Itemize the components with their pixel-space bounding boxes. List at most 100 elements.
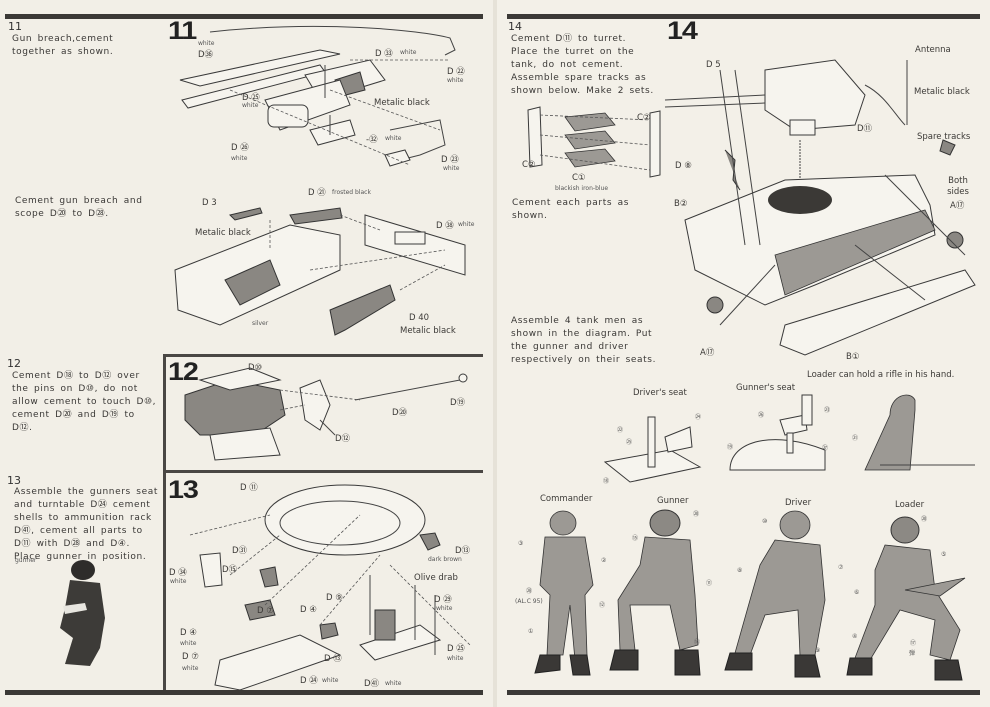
label-d11: D ⑪ xyxy=(240,483,258,493)
loader-part-6: ⑥ xyxy=(854,589,860,596)
label-d31: D㉛ xyxy=(232,546,248,556)
bottom-bar-left xyxy=(5,690,483,695)
label-d13: D⑬ xyxy=(455,546,471,556)
label-d26-color: white xyxy=(231,155,248,162)
label-d41-color: white xyxy=(385,680,402,687)
figure-gunner xyxy=(609,509,701,676)
label-d4b: D ④ xyxy=(180,628,197,638)
step-13-number: 13 xyxy=(7,474,21,487)
label-spare-tracks: Spare tracks xyxy=(917,132,971,142)
label-d19: D⑲ xyxy=(450,398,466,408)
label-d5: D 5 xyxy=(706,60,721,70)
loader-rifle-diagram xyxy=(864,394,975,471)
label-d7b-color: white xyxy=(182,665,199,672)
loader-part-4: ④ xyxy=(852,633,858,640)
step-11-diagram xyxy=(174,25,466,336)
driver-part-9: ⑨ xyxy=(815,647,821,654)
driver-part-8: ⑧ xyxy=(737,567,743,574)
seat-part-18: ⑱ xyxy=(603,478,610,485)
figure-driver-name: Driver xyxy=(785,498,812,508)
step-12-diagram xyxy=(184,367,468,461)
step-14-text-b: Assemble spare tracks as shown below. Ma… xyxy=(511,73,654,96)
label-d7b: D ⑦ xyxy=(182,652,199,662)
label-d25-13: D ㉕ xyxy=(447,644,465,654)
commander-part-28: ㉘ xyxy=(526,588,533,595)
label-d34: D ㉞ xyxy=(169,568,187,578)
driver-seat-diagram xyxy=(603,416,702,483)
label-antenna: Antenna xyxy=(915,45,951,55)
seat-part-26: ㉖ xyxy=(758,412,765,419)
gunner-photo-caption: gunner xyxy=(15,557,37,564)
label-b2: B② xyxy=(674,199,688,209)
label-d40-color: Metalic black xyxy=(400,326,456,336)
top-bar-right xyxy=(507,14,980,19)
label-d3: D 3 xyxy=(202,198,217,208)
label-d13b: D ⑬ xyxy=(324,654,342,664)
label-d21-color: frosted black xyxy=(332,189,371,196)
gunner-seat-title: Gunner's seat xyxy=(736,383,796,393)
loader-note: Loader can hold a rifle in his hand. xyxy=(807,370,955,380)
loader-part-20: ⑳ xyxy=(921,516,928,523)
track-label-c2a: C② xyxy=(637,113,651,123)
commander-part-1: ① xyxy=(528,628,534,635)
divider-vert-12 xyxy=(163,354,166,470)
seat-part-21: ㉑ xyxy=(852,435,859,442)
label-d22: D ㉒ xyxy=(447,67,465,77)
commander-part-3: ③ xyxy=(518,540,524,547)
spare-tracks-diagram xyxy=(527,106,661,178)
divider-vert-13 xyxy=(163,470,166,690)
label-d21: D ㉑ xyxy=(308,188,326,198)
label-d25: D ㉕ xyxy=(242,93,260,103)
step-12-big-number: 12 xyxy=(168,358,199,386)
label-d26: D ㉖ xyxy=(231,143,249,153)
step-11-text: Gun breach,cement together as shown. xyxy=(12,34,114,57)
label-d24-color: white xyxy=(322,677,339,684)
seat-part-24: ㉔ xyxy=(695,414,702,421)
figure-loader-name: Loader xyxy=(895,500,925,510)
loader-part-17: ⑰ xyxy=(910,640,917,647)
label-d8: D ⑧ xyxy=(675,161,692,171)
track-label-c1: C① xyxy=(572,173,586,183)
step-14-text-c: Cement each parts as shown. xyxy=(512,198,629,221)
label-both-sides: Both sides xyxy=(947,176,969,197)
label-d33: D ㉝ xyxy=(375,49,393,59)
gunner-part-15: ⑮ xyxy=(632,535,639,542)
step-14-number: 14 xyxy=(508,20,522,33)
page-gutter xyxy=(493,0,497,707)
gunner-seat-diagram xyxy=(729,394,826,471)
seat-part-23: ㉓ xyxy=(824,407,831,414)
tank-diagram xyxy=(664,59,976,356)
label-d32: -㉜ xyxy=(366,135,378,145)
label-d34-color: white xyxy=(170,578,187,585)
label-metalic-black-11: Metalic black xyxy=(374,98,430,108)
figure-gunner-name: Gunner xyxy=(657,496,689,506)
bottom-bar-right xyxy=(507,690,980,695)
label-metalic-black-14: Metalic black xyxy=(914,87,970,97)
divider-13 xyxy=(165,470,483,473)
label-a17a: A⑰ xyxy=(950,201,965,211)
figure-commander xyxy=(534,510,594,676)
label-d29-color: white xyxy=(436,605,453,612)
figure-driver xyxy=(724,510,826,678)
commander-part-2: ② xyxy=(601,557,607,564)
figure-loader xyxy=(846,516,966,681)
top-bar-left xyxy=(5,14,483,19)
driver-part-7: ⑦ xyxy=(838,564,844,571)
gunner-part-14: ⑭ xyxy=(694,639,701,646)
loader-part-5: ⑤ xyxy=(941,551,947,558)
seat-part-25: ㉕ xyxy=(626,439,633,446)
step-12-text: Cement D⑱ to D⑫ over the pins on D⑩, do … xyxy=(12,371,157,433)
label-d25-13-color: white xyxy=(447,655,464,662)
label-d3-color: Metalic black xyxy=(195,228,251,238)
label-b1: B① xyxy=(846,352,860,362)
label-d25-color: white xyxy=(242,102,259,109)
label-d22-color: white xyxy=(447,77,464,84)
step-14-big-number: 14 xyxy=(667,17,698,45)
seat-part-19: ⑲ xyxy=(727,444,734,451)
loader-part-extra: 弾 xyxy=(909,650,916,657)
label-d10: D⑩ xyxy=(248,363,263,373)
label-d23-color: white xyxy=(443,165,460,172)
step-11-number: 11 xyxy=(8,20,22,33)
gunner-photo xyxy=(60,560,105,666)
label-silver: silver xyxy=(252,320,269,327)
